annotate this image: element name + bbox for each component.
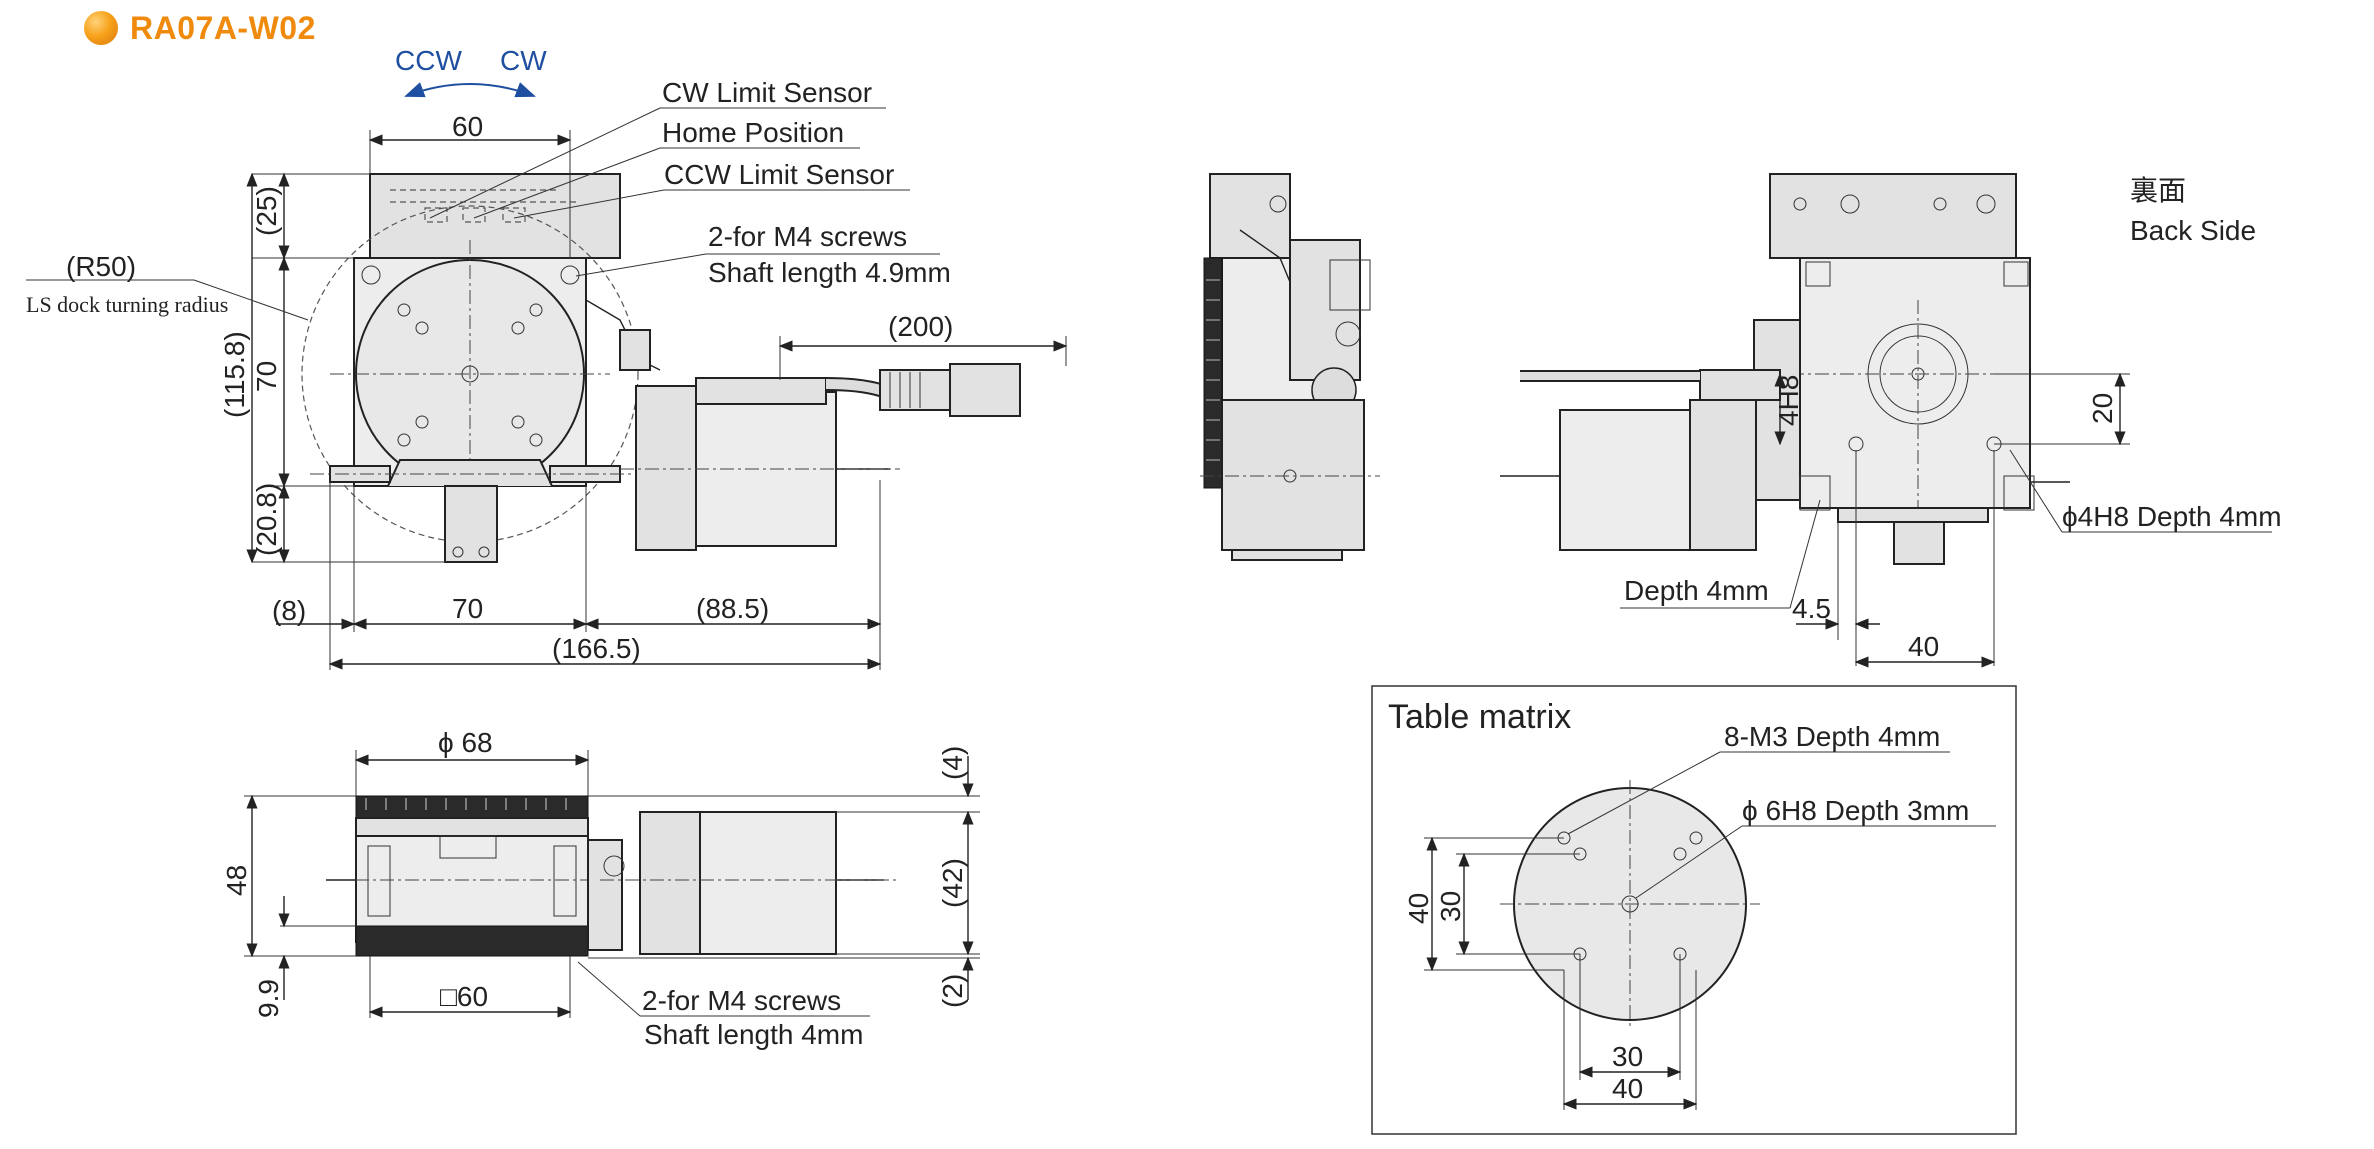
front-scale-dial [355, 795, 589, 819]
back-motor-body [1559, 409, 1691, 551]
dim-front-42: (42) [937, 858, 968, 908]
cw-label: CW [500, 45, 547, 76]
title-bar: RA07A-W02 [84, 6, 316, 50]
dim-bottom-166-5: (166.5) [552, 633, 641, 664]
dim-matrix-h30: 30 [1612, 1041, 1643, 1072]
rotation-arrow [404, 82, 536, 98]
dim-bottom-70: 70 [452, 593, 483, 624]
front-screws-label-2: Shaft length 4mm [644, 1019, 863, 1050]
dim-matrix-h40: 40 [1612, 1073, 1643, 1104]
dim-back-4-5: 4.5 [1792, 593, 1831, 624]
ccw-label: CCW [395, 45, 462, 76]
ls-dock-label: LS dock turning radius [26, 292, 228, 317]
dim-front-phi68: ϕ 68 [438, 727, 493, 758]
dim-back-40: 40 [1908, 631, 1939, 662]
dim-matrix-v40: 40 [1403, 893, 1434, 924]
back-body [1799, 257, 2031, 509]
cable-connector [879, 369, 951, 411]
dim-front-2: (2) [937, 974, 968, 1008]
ccw-limit-label: CCW Limit Sensor [664, 159, 894, 190]
model-title: RA07A-W02 [130, 9, 316, 46]
back-view: 裏面 Back Side 4H8 20 4.5 40 Depth 4mm ϕ4H… [1500, 173, 2282, 668]
motor-flange [635, 385, 697, 551]
front-motor-body [699, 811, 837, 955]
dim-front-9-9: 9.9 [253, 979, 284, 1018]
top-view: CCW CW [26, 45, 1068, 670]
front-view: ϕ 68 48 9.9 □60 (4) (42) (2) 2-for M4 sc… [221, 727, 980, 1050]
orange-bullet-icon [84, 11, 118, 45]
dim-front-48: 48 [221, 865, 252, 896]
r50-label: (R50) [66, 251, 136, 282]
cw-limit-label: CW Limit Sensor [662, 77, 872, 108]
dim-back-4h8: 4H8 [1773, 375, 1804, 426]
side-view [1200, 173, 1380, 561]
side-scale [1203, 257, 1223, 489]
dim-matrix-v30: 30 [1435, 891, 1466, 922]
dim-top-25: (25) [251, 186, 282, 236]
back-depth-label: Depth 4mm [1624, 575, 1769, 606]
back-side-jp-label: 裏面 [2130, 175, 2186, 206]
dim-top-60: 60 [452, 111, 483, 142]
back-side-en-label: Back Side [2130, 215, 2256, 246]
dim-cable-200: (200) [888, 311, 953, 342]
top-screws-label-1: 2-for M4 screws [708, 221, 907, 252]
dim-front-4: (4) [937, 746, 968, 780]
back-hole-label: ϕ4H8 Depth 4mm [2062, 501, 2282, 532]
dim-top-70-v: 70 [251, 361, 282, 392]
table-matrix-title: Table matrix [1388, 698, 1571, 736]
table-matrix-frame [1371, 685, 2017, 1135]
dim-back-20: 20 [2087, 393, 2118, 424]
front-screws-label-1: 2-for M4 screws [642, 985, 841, 1016]
dim-top-115-8: (115.8) [219, 331, 250, 418]
back-motor-flange [1689, 399, 1757, 551]
dim-bottom-88-5: (88.5) [696, 593, 769, 624]
matrix-phi6-label: ϕ 6H8 Depth 3mm [1742, 795, 1969, 826]
front-motor-flange [639, 811, 701, 955]
dim-bottom-8: (8) [272, 595, 306, 626]
home-position-label: Home Position [662, 117, 844, 148]
dim-front-sq60: □60 [440, 981, 488, 1012]
dim-top-20-8: (20.8) [251, 483, 282, 556]
table-matrix-panel: Table matrix 40 30 30 40 8-M3 Depth 4mm … [1371, 685, 2017, 1135]
matrix-m3-label: 8-M3 Depth 4mm [1724, 721, 1940, 752]
top-screws-label-2: Shaft length 4.9mm [708, 257, 951, 288]
